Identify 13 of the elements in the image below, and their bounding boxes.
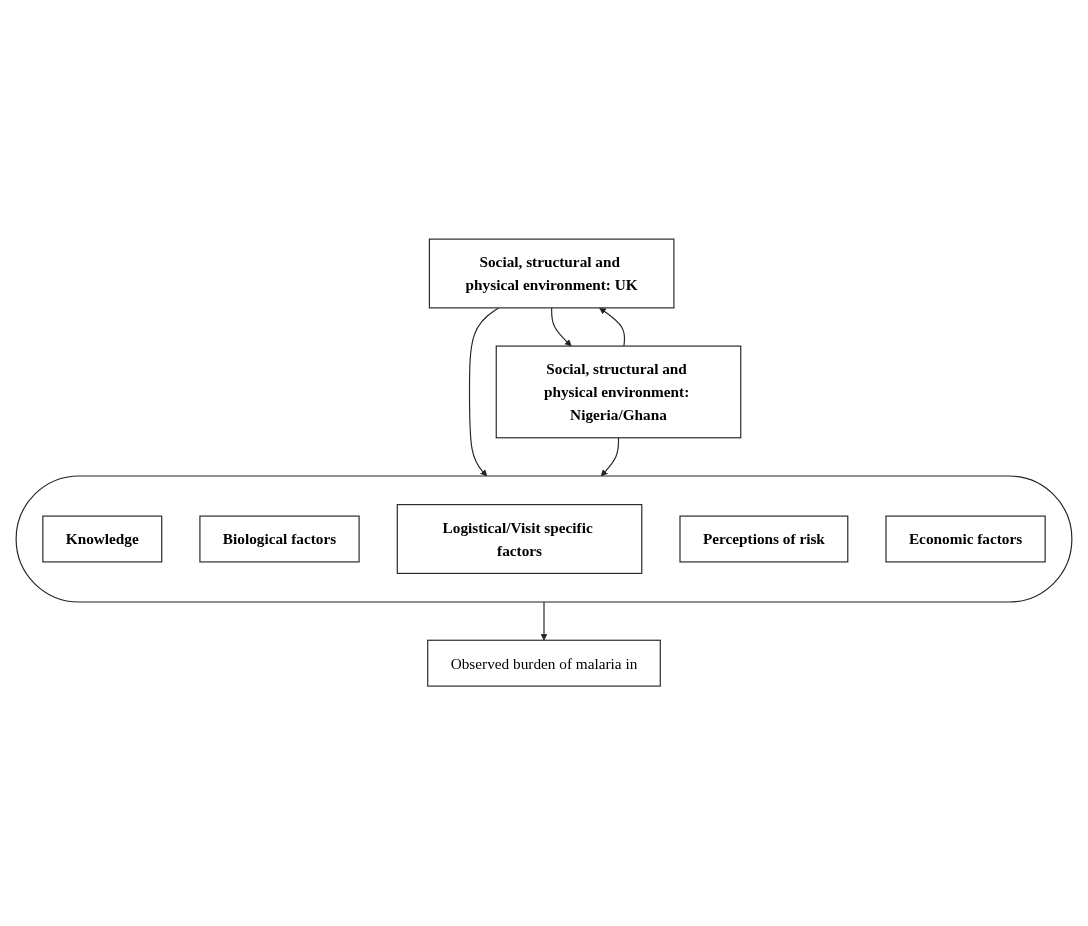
arrow [600,437,620,477]
node-box: Logistical/Visit specific factors [396,504,643,575]
node-box: Social, structural and physical environment: Nigeria/Ghana [495,345,742,439]
arrow [551,307,572,347]
node-box: Observed burden of malaria in [427,640,661,688]
arrow [468,307,500,477]
arrow [599,307,626,348]
node-box: Social, structural and physical environment: UK [428,238,675,309]
node-box: Perceptions of risk [679,515,849,563]
node-box: Biological factors [199,515,360,563]
arrow [540,601,548,641]
node-box: Knowledge [42,515,163,563]
node-box: Economic factors [885,515,1046,563]
